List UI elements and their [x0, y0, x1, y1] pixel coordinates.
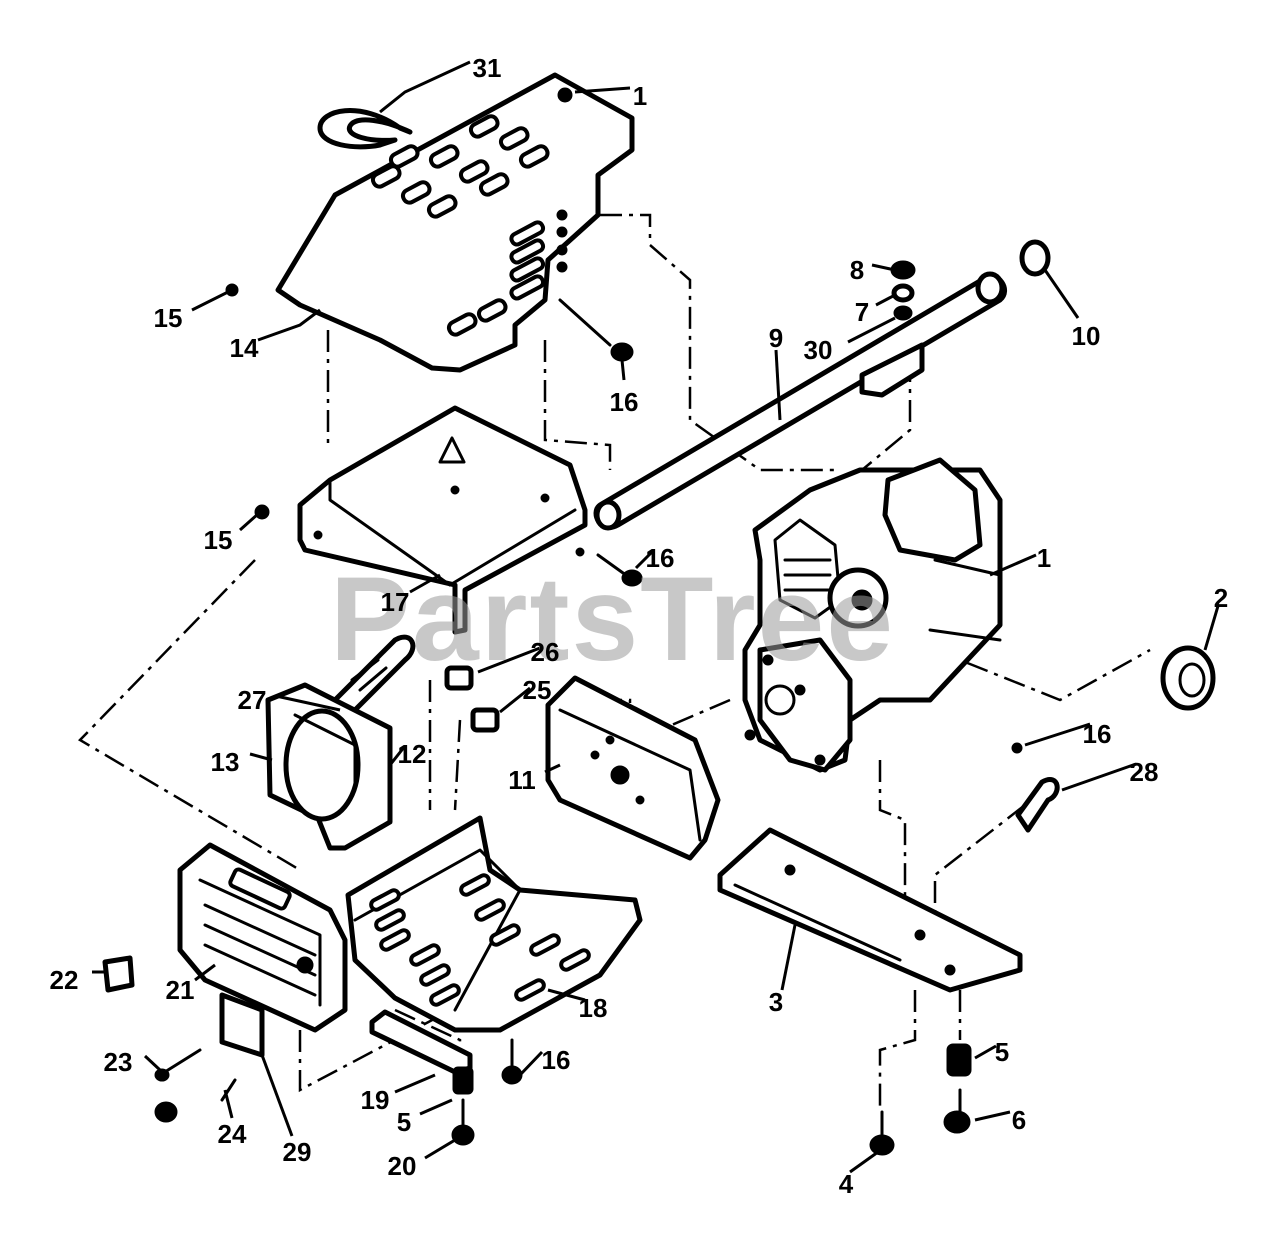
shield-vent-slots — [370, 114, 550, 337]
part-15-bolt-upper — [225, 283, 239, 297]
callout-label-3: 3 — [769, 987, 783, 1017]
part-2-pulley — [1160, 645, 1216, 711]
callout-label-5: 5 — [995, 1037, 1009, 1067]
callout-label-16: 16 — [1083, 719, 1112, 749]
callout-label-14: 14 — [230, 333, 259, 363]
callout-label-30: 30 — [804, 335, 833, 365]
part-14-upper-shield — [275, 72, 635, 373]
watermark-text: PartsTree — [330, 552, 895, 686]
callout-label-16: 16 — [610, 387, 639, 417]
callout-label-31: 31 — [473, 53, 502, 83]
part-20-bolt — [451, 1098, 475, 1146]
part-28-clip — [1015, 777, 1060, 833]
part-26-switch — [444, 665, 474, 691]
callout-label-13: 13 — [211, 747, 240, 777]
part-22-clip — [102, 955, 135, 993]
part-23-screw — [154, 1048, 202, 1082]
callout-label-5: 5 — [397, 1107, 411, 1137]
part-21-grille — [177, 842, 348, 1033]
part-16-bolt-lower — [501, 1038, 523, 1085]
part-31-u-clip — [317, 108, 413, 150]
callout-label-10: 10 — [1072, 321, 1101, 351]
part-17-middle-shield — [297, 405, 588, 635]
part-16-bolt-upper — [558, 298, 634, 362]
callout-label-20: 20 — [388, 1151, 417, 1181]
part-24-screw — [154, 1078, 237, 1123]
callout-label-23: 23 — [104, 1047, 133, 1077]
callout-label-6: 6 — [1012, 1105, 1026, 1135]
callout-label-15: 15 — [154, 303, 183, 333]
callout-label-4: 4 — [839, 1169, 854, 1199]
callout-label-19: 19 — [361, 1085, 390, 1115]
callout-label-21: 21 — [166, 975, 195, 1005]
part-3-base-plate — [717, 827, 1023, 993]
part-8-nut — [890, 260, 916, 280]
part-30-bracket — [859, 305, 925, 398]
callout-label-16: 16 — [542, 1045, 571, 1075]
part-5-spacer-right — [946, 1043, 972, 1077]
part-10-cap — [1019, 239, 1051, 277]
part-7-washer — [891, 283, 915, 303]
part-4-bolt — [869, 1110, 895, 1156]
callout-label-2: 2 — [1214, 583, 1228, 613]
part-15-bolt-middle — [254, 504, 270, 520]
part-16-bolt-middle — [596, 553, 643, 587]
callout-label-27: 27 — [238, 685, 267, 715]
callout-label-22: 22 — [50, 965, 79, 995]
callout-label-26: 26 — [531, 637, 560, 667]
callout-label-28: 28 — [1130, 757, 1159, 787]
callout-label-8: 8 — [850, 255, 864, 285]
part-12-13-shroud — [265, 682, 393, 851]
part-25-switch — [470, 707, 500, 733]
callout-label-29: 29 — [283, 1137, 312, 1167]
callout-label-11: 11 — [508, 765, 536, 795]
callout-label-15: 15 — [204, 525, 233, 555]
callout-label-16: 16 — [646, 543, 675, 573]
part-6-bolt — [943, 1088, 971, 1134]
callout-label-9: 9 — [769, 323, 783, 353]
part-18-lower-shield — [345, 815, 643, 1033]
callout-label-7: 7 — [855, 297, 869, 327]
part-1-engine — [742, 457, 1003, 773]
callout-label-17: 17 — [381, 587, 410, 617]
callout-label-24: 24 — [218, 1119, 247, 1149]
part-9-handle-tube — [593, 271, 1008, 531]
part-16-screw-right — [1011, 742, 1023, 754]
part-11-plate — [545, 675, 721, 861]
callout-label-18: 18 — [579, 993, 608, 1023]
callout-label-1: 1 — [1037, 543, 1051, 573]
part-5-spacer-left — [452, 1066, 474, 1095]
callout-label-1: 1 — [633, 81, 647, 111]
callout-leaders — [92, 60, 1220, 1174]
callout-label-12: 12 — [398, 739, 427, 769]
callout-label-25: 25 — [523, 675, 552, 705]
